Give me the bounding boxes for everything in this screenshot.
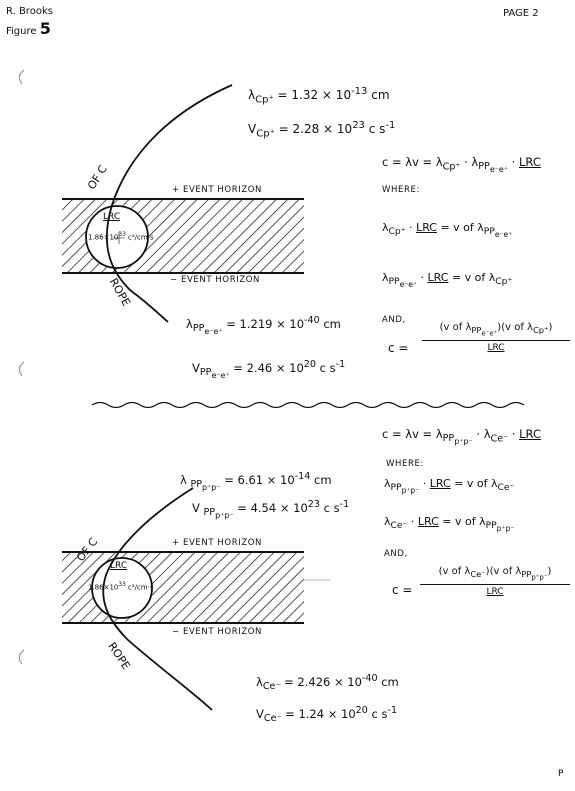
- c-fraction: (v of λPPe⁻e⁺)(v of λCp⁺) LRC: [422, 322, 570, 353]
- fraction-numerator: (v of λCe⁻)(v of λPPp⁺p⁻): [438, 566, 552, 582]
- lrc-value: 1.86×1033 c²/cm·s: [88, 582, 154, 592]
- lrc-label: LRC: [110, 561, 128, 571]
- where-label: WHERE:: [386, 459, 424, 469]
- footer-mark: P: [558, 769, 564, 779]
- fraction-numerator: (v of λPPe⁻e⁺)(v of λCp⁺): [439, 322, 553, 338]
- plus-event-horizon-label: + EVENT HORIZON: [172, 538, 262, 548]
- figure-label-text: Figure: [6, 26, 37, 37]
- v-cp-value: VCp⁺ = 2.28 × 1023 c s-1: [248, 120, 396, 140]
- where-equation-2: λPPe⁻e⁺ · LRC = v of λCp⁺: [382, 271, 513, 290]
- fraction-denominator: LRC: [487, 342, 505, 353]
- lambda-pp-value: λ PPp⁺p⁻ = 6.61 × 10-14 cm: [180, 471, 332, 493]
- fraction-bar: [420, 583, 570, 585]
- figure-number: 5: [39, 19, 51, 38]
- c-fraction: (v of λCe⁻)(v of λPPp⁺p⁻) LRC: [420, 566, 570, 597]
- rope-of-c-curve: [102, 487, 213, 711]
- lrc-circle: [85, 205, 149, 269]
- v-pp-value: V PPp⁺p⁻ = 4.54 × 1023 c s-1: [192, 499, 350, 521]
- bottom-event-horizon-diagram: [62, 487, 330, 711]
- c-equation: c = λv = λCp⁺ · λPPe⁻e⁺ · LRC: [382, 155, 541, 175]
- section-divider: [91, 401, 525, 409]
- fraction-denominator: LRC: [486, 586, 504, 597]
- and-label: AND,: [384, 549, 408, 559]
- top-event-horizon-diagram: [62, 84, 304, 323]
- binder-hole-mark: [18, 69, 25, 85]
- lambda-cp-value: λCp⁺ = 1.32 × 10-13 cm: [248, 86, 390, 106]
- where-equation-2: λCe⁻ · LRC = v of λPPp⁺p⁻: [384, 515, 515, 534]
- minus-event-horizon-label: − EVENT HORIZON: [170, 275, 260, 285]
- plus-event-horizon-label: + EVENT HORIZON: [172, 185, 262, 195]
- where-equation-1: λPPp⁺p⁻ · LRC = v of λCe⁻: [384, 477, 515, 496]
- lrc-value: 1.86×1033 c²/cm·s: [88, 232, 154, 242]
- fraction-bar: [422, 339, 570, 341]
- v-ce-value: VCe⁻ = 1.24 × 1020 c s-1: [256, 705, 398, 725]
- binder-hole-mark: [18, 649, 25, 665]
- where-label: WHERE:: [382, 185, 420, 195]
- lrc-label: LRC: [103, 212, 121, 222]
- lambda-pp-value: λPPe⁻e⁺ = 1.219 × 10-40 cm: [186, 315, 341, 337]
- and-label: AND,: [382, 315, 406, 325]
- page-number: PAGE 2: [503, 8, 539, 19]
- rope-of-c-curve: [105, 84, 233, 323]
- c-equation: c = λv = λPPp⁺p⁻ · λCe⁻ · LRC: [382, 427, 541, 447]
- c-equals: c =: [392, 583, 413, 597]
- author-name: R. Brooks: [6, 6, 53, 17]
- binder-hole-mark: [18, 361, 25, 377]
- figure-label: Figure 5: [6, 20, 51, 38]
- v-pp-value: VPPe⁻e⁺ = 2.46 × 1020 c s-1: [192, 359, 346, 381]
- c-equals: c =: [388, 341, 409, 355]
- minus-event-horizon-label: − EVENT HORIZON: [172, 627, 262, 637]
- where-equation-1: λCp⁺ · LRC = v of λPPe⁻e⁺: [382, 221, 513, 240]
- lambda-ce-value: λCe⁻ = 2.426 × 10-40 cm: [256, 673, 399, 693]
